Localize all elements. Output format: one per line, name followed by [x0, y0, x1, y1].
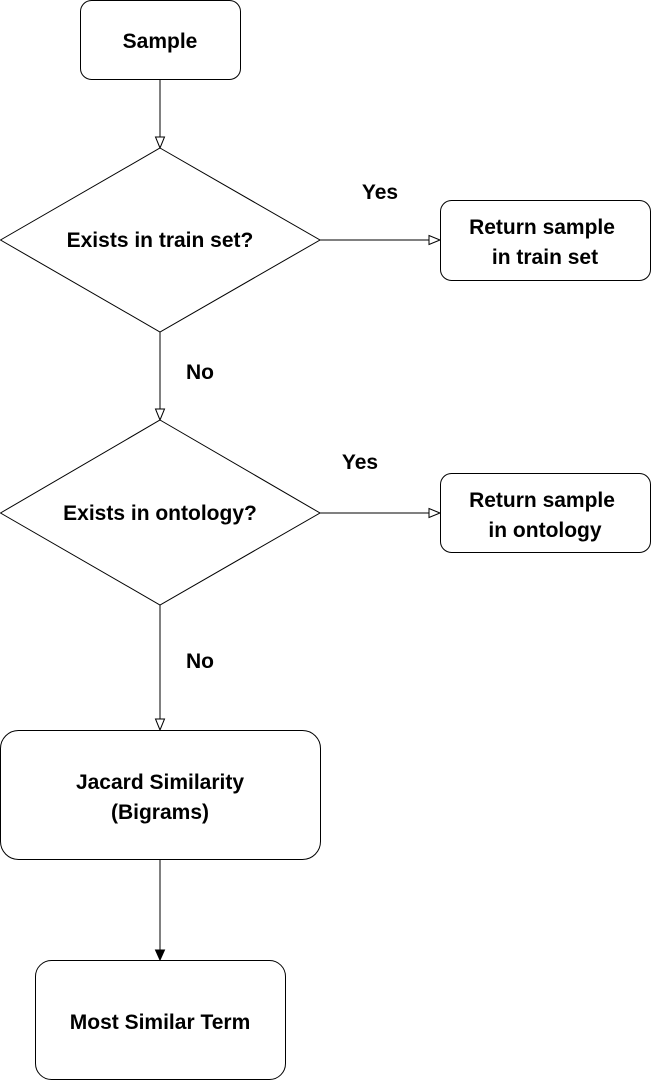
arrowhead-open [428, 507, 442, 519]
node-sample-label: Sample [123, 30, 198, 53]
node-decision-train-shape [0, 147, 322, 333]
node-sample-shape [80, 0, 241, 80]
edge-label-ontology-no: No [186, 650, 214, 673]
node-jacard-shape [0, 730, 321, 860]
node-decision-train: Exists in train set? [0, 147, 322, 333]
node-decision-train-label: Exists in train set? [67, 229, 254, 252]
node-return-ontology-label-line2: in ontology [488, 519, 601, 542]
node-decision-ontology-label: Exists in ontology? [63, 502, 257, 525]
arrowhead-open [154, 408, 166, 422]
node-jacard-label-line1: Jacard Similarity [76, 771, 244, 794]
node-decision-ontology-shape [0, 419, 321, 606]
node-jacard-label-line2: (Bigrams) [111, 801, 209, 824]
node-return-train-label-line1: Return sample [469, 216, 615, 239]
node-sample: Sample [80, 0, 241, 80]
edge-label-train-no: No [186, 361, 214, 384]
node-jacard: Jacard Similarity (Bigrams) [0, 730, 321, 860]
node-most-similar: Most Similar Term [35, 960, 286, 1080]
node-most-similar-shape [35, 960, 286, 1080]
node-return-train: Return sample in train set [440, 200, 651, 281]
arrowhead-open [154, 136, 166, 150]
edges [154, 80, 442, 962]
arrowhead-open [154, 718, 166, 732]
arrowhead-open [428, 234, 442, 246]
node-return-ontology: Return sample in ontology [440, 473, 651, 553]
node-decision-ontology: Exists in ontology? [0, 419, 321, 606]
node-return-ontology-label-line1: Return sample [469, 489, 615, 512]
edge-label-ontology-yes: Yes [342, 451, 378, 474]
arrowhead-filled [154, 949, 166, 962]
node-most-similar-label: Most Similar Term [70, 1011, 251, 1034]
node-return-train-label-line2: in train set [492, 246, 598, 269]
edge-label-train-yes: Yes [362, 181, 398, 204]
